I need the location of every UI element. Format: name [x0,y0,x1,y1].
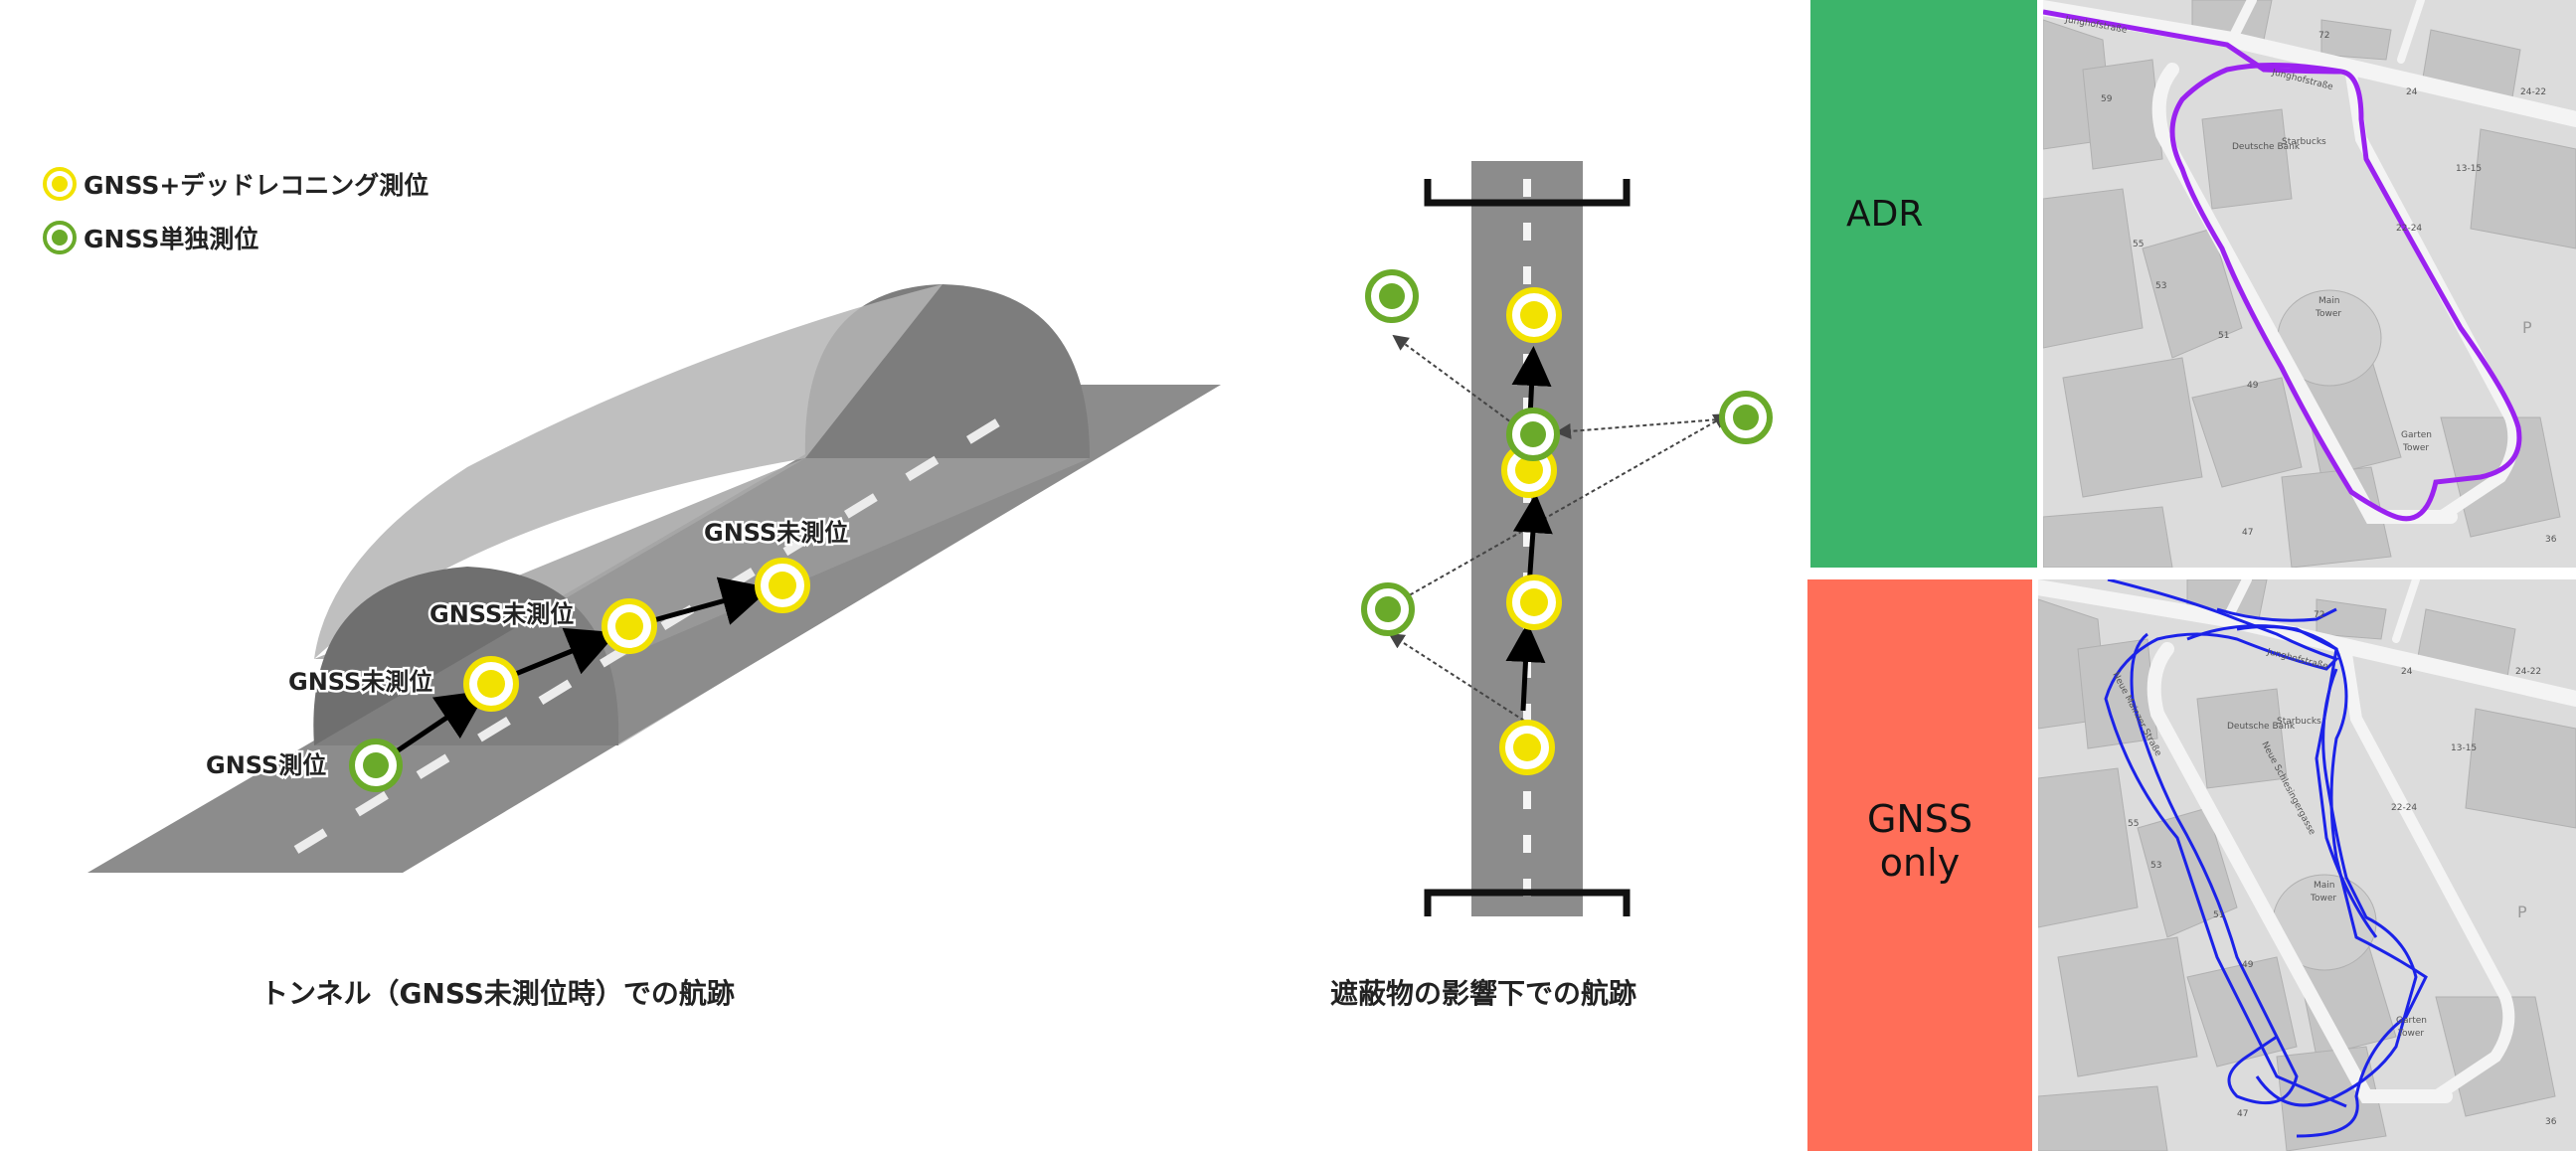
obstruction-track-2 [1512,493,1553,587]
tunnel-label-nofix-2: GNSS未測位 [429,600,574,628]
legend: GNSS+デッドレコニング測位 GNSS単独測位 [42,157,429,264]
legend-green-label: GNSS単独測位 [84,225,259,253]
adr-map-svg: Junghofstraße Junghofstraße Starbucks De… [2043,0,2576,568]
gnss-map-svg: Junghofstraße Neue Mainzer Straße Neue S… [2038,579,2576,1151]
adr-track [2043,9,2522,522]
adr-panel: ADR [1810,0,2037,568]
obstruction-yellow-marker-4 [1499,720,1555,775]
tunnel-yellow-marker-3 [755,558,810,613]
gnss-poi-main-2: Tower [2310,894,2336,904]
gnss-num-1315: 13-15 [2451,743,2477,753]
gnss-num-p: P [2517,903,2527,921]
obstruction-yellow-marker-3 [1506,575,1562,630]
adr-num-p: P [2522,318,2532,337]
adr-label: ADR [1846,194,1924,235]
tunnel-label-nofix-1: GNSS未測位 [288,668,432,696]
obstruction-green-marker-right [1719,391,1773,444]
obstruction-green-marker-left-bottom [1361,582,1415,636]
adr-map: Junghofstraße Junghofstraße Starbucks De… [2043,0,2576,568]
gnss-poi-starbucks: Starbucks [2277,717,2321,727]
tunnel-caption: トンネル（GNSS未測位時）での航跡 [260,977,735,1010]
adr-poi-deutsche: Deutsche Bank [2232,142,2301,152]
adr-poi-starbucks: Starbucks [2282,137,2326,147]
gnss-track [2104,579,2428,1138]
adr-num-51: 51 [2218,331,2229,341]
obstruction-caption: 遮蔽物の影響下での航跡 [1330,977,1637,1010]
tunnel-yellow-marker-2 [601,598,657,654]
gnss-num-55: 55 [2128,819,2139,829]
yellow-marker-icon [43,167,77,201]
adr-num-55: 55 [2133,240,2144,249]
obstruction-yellow-marker-1 [1506,287,1562,343]
gnss-num-72: 72 [2314,610,2324,620]
adr-num-24: 24 [2406,87,2418,97]
obstruction-arrow-d [1555,416,1745,439]
gnss-poi-main-1: Main [2314,881,2335,891]
adr-poi-main-2: Tower [2315,309,2341,319]
adr-poi-garten-2: Tower [2402,443,2429,453]
obstruction-diagram [1361,161,1773,916]
adr-num-49: 49 [2247,381,2259,391]
gnss-num-51: 51 [2213,910,2224,920]
gnss-num-2422: 24-22 [2515,667,2541,677]
legend-item-yellow: GNSS+デッドレコニング測位 [42,157,429,211]
gnss-num-53: 53 [2150,861,2161,871]
gnss-only-label-line1: GNSS [1866,796,1974,841]
adr-num-59: 59 [2101,94,2113,104]
obstruction-green-marker-left-top [1365,269,1419,323]
adr-num-72: 72 [2318,31,2329,41]
tunnel-label-nofix-3: GNSS未測位 [704,519,848,547]
obstruction-track-1 [1505,622,1546,712]
gnss-only-panel: GNSS only [1807,579,2032,1151]
tunnel-diagram: GNSS測位 GNSS未測位 GNSS未測位 GNSS未測位 [87,284,1221,873]
tunnel-green-marker [349,739,403,792]
gnss-num-36: 36 [2545,1117,2557,1127]
obstruction-green-marker-road [1506,408,1560,461]
gnss-num-24: 24 [2401,667,2413,677]
legend-yellow-label: GNSS+デッドレコニング測位 [84,171,429,200]
obstruction-arrow-b [1388,632,1525,722]
adr-num-2224: 22-24 [2396,224,2422,234]
gnss-poi-garten-2: Tower [2397,1029,2424,1039]
gnss-only-label-line2: only [1879,840,1961,885]
obstruction-bottom-bracket [1424,889,1631,916]
gnss-num-2224: 22-24 [2391,803,2417,813]
adr-num-2422: 24-22 [2520,87,2546,97]
adr-num-36: 36 [2545,535,2557,545]
adr-poi-main-1: Main [2318,296,2340,306]
gnss-map: Junghofstraße Neue Mainzer Straße Neue S… [2038,579,2576,1151]
tunnel-label-fix: GNSS測位 [206,751,326,779]
gnss-num-47: 47 [2237,1109,2248,1119]
gnss-poi-deutsche: Deutsche Bank [2227,722,2296,732]
obstruction-top-bracket [1424,179,1631,207]
adr-num-47: 47 [2242,528,2253,538]
adr-num-53: 53 [2155,281,2166,291]
gnss-num-49: 49 [2242,960,2254,970]
adr-num-1315: 13-15 [2456,164,2482,174]
green-marker-icon [43,221,77,254]
gnss-poi-garten-1: Garten [2396,1016,2427,1026]
tunnel-yellow-marker-1 [463,656,519,712]
legend-item-green: GNSS単独測位 [42,211,429,264]
adr-poi-garten-1: Garten [2401,430,2432,440]
